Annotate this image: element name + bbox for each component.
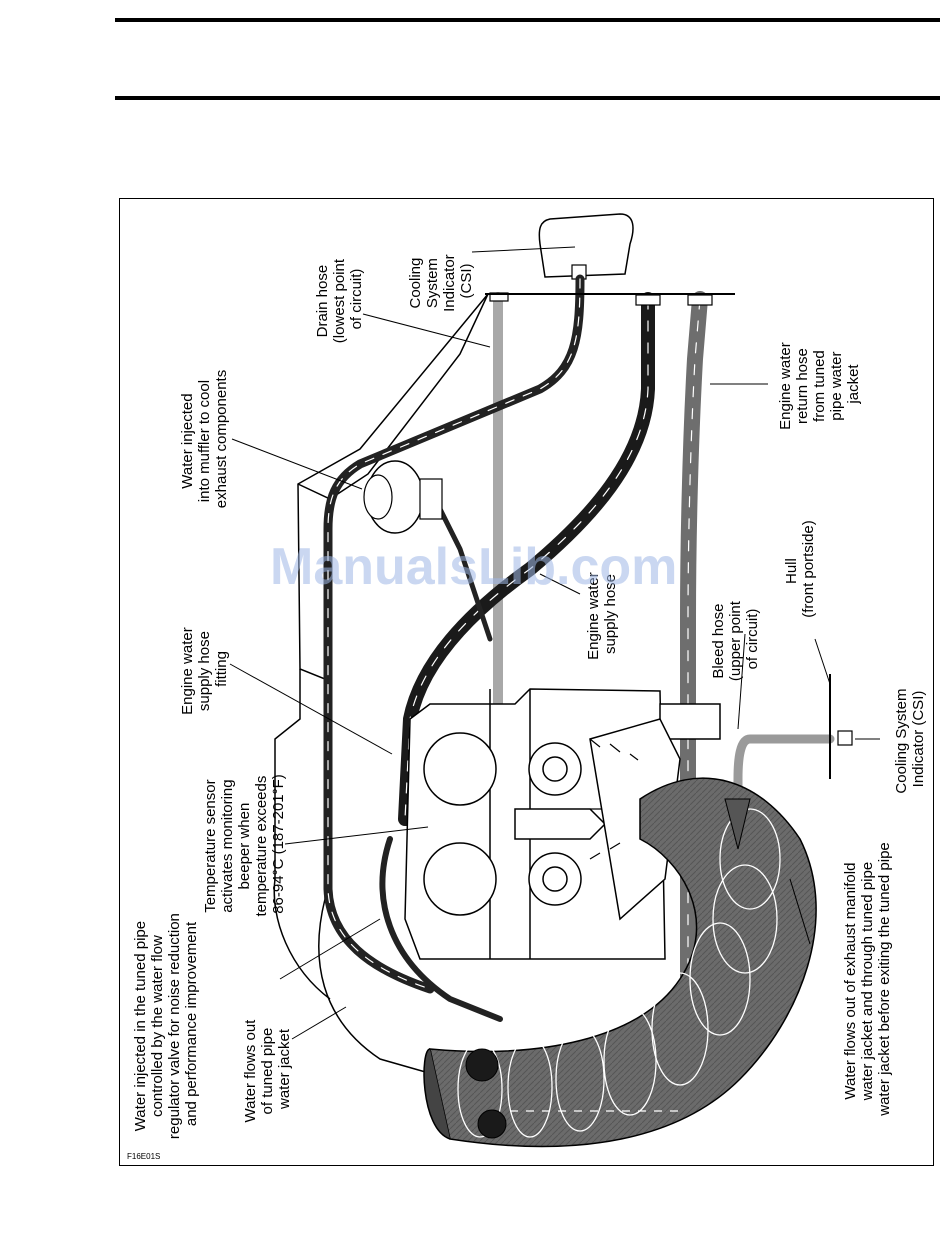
header-rule-bottom	[115, 96, 940, 100]
label-drain-hose: Drain hose	[314, 265, 331, 338]
label-tuned-pipe: Water injected in the tuned pipe	[132, 921, 149, 1131]
svg-text:Water flows out of tuned: Water flows out of tuned pipe water jack…	[242, 1016, 293, 1123]
svg-text:Water injected into muff: Water injected into muffler to cool exha…	[179, 370, 230, 508]
flow-arrows	[589, 738, 639, 860]
hoses	[323, 274, 835, 1022]
coolant-reservoir	[538, 213, 634, 280]
label-supply-hose: Engine water	[585, 572, 602, 660]
cooling-diagram: Cooling System Indicator (CSI) Drain hos…	[127, 213, 927, 1161]
injection-hose	[379, 836, 503, 1022]
svg-text:Cooling System Indicator: Cooling System Indicator (CSI)	[893, 684, 927, 793]
cooling-system-figure: Cooling System Indicator (CSI) Drain hos…	[119, 198, 934, 1166]
svg-text:Temperature sensor activ: Temperature sensor activates monitoring …	[202, 771, 287, 916]
label-flows-out-manifold: Water flows out of exhaust manifold	[842, 863, 859, 1100]
svg-text:Water injected in the tuned pi: Water injected in the tuned pipe control…	[132, 909, 200, 1139]
header-rule-top	[115, 18, 940, 22]
label-muffler: Water injected	[179, 393, 196, 488]
svg-text:Engine water return hose: Engine water return hose from tuned pipe…	[777, 338, 862, 430]
svg-text:Bleed hose (upper point: Bleed hose (upper point of circuit)	[710, 597, 761, 681]
tuned-pipe	[423, 777, 817, 1148]
label-supply-fitting: Engine water	[179, 627, 196, 715]
svg-text:Engine water supply hose: Engine water supply hose fitting	[179, 623, 230, 715]
leader-lines	[229, 246, 880, 1040]
engine-block	[404, 688, 721, 960]
bleed-hose	[733, 734, 835, 804]
svg-text:Engine water supply hose: Engine water supply hose	[585, 568, 619, 660]
label-flows-out-jacket: Water flows out	[242, 1019, 259, 1123]
label-bleed-hose: Bleed hose	[710, 604, 727, 679]
figure-code: F16E01S	[127, 1152, 160, 1161]
watermark: ManualsLib.com	[270, 538, 677, 596]
label-csi-bottom: Cooling System	[893, 689, 910, 794]
csi-bottom	[724, 674, 853, 850]
label-hull: Hull	[783, 558, 800, 584]
muffler	[363, 460, 443, 534]
svg-text:Cooling System Ind: Cooling System Indicator (CSI)	[407, 250, 475, 312]
svg-text:Drain hose (lowest point: Drain hose (lowest point of circuit)	[314, 255, 365, 343]
svg-text:Water flows out of exhaust man: Water flows out of exhaust manifold wate…	[842, 842, 893, 1117]
label-csi-top-1: Cooling	[407, 258, 424, 309]
label-return-hose: Engine water	[777, 342, 794, 430]
svg-text:Hull (front portside): Hull (front portside)	[783, 520, 817, 618]
reservoir-hose	[323, 274, 585, 994]
figure-labels: Cooling System Indicator (CSI) Drain hos…	[132, 250, 927, 1139]
label-temp-sensor: Temperature sensor	[202, 779, 219, 912]
